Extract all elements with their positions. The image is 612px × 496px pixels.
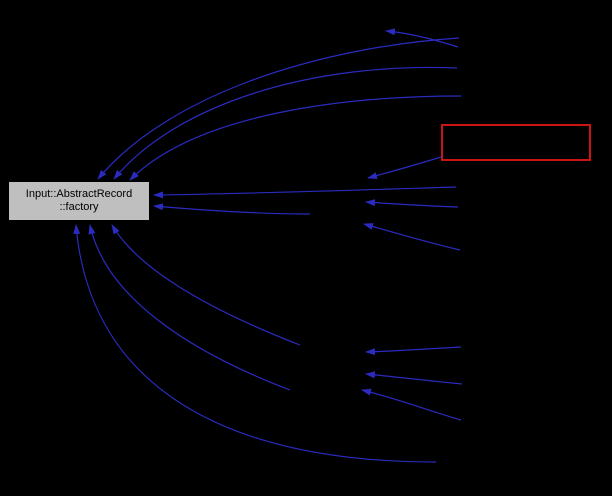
node-factory-label-line2: ::factory xyxy=(59,201,99,213)
edge-lower-2 xyxy=(365,371,463,385)
edge-into-right-1 xyxy=(153,186,457,199)
node-highlighted[interactable] xyxy=(441,124,591,161)
edge-into-right-2 xyxy=(153,203,311,215)
edge-mid-2 xyxy=(363,223,461,251)
edge-into-bottom-1 xyxy=(111,224,301,346)
edge-to-top-node xyxy=(385,28,459,48)
edge-into-top-2 xyxy=(113,66,458,180)
edge-mid-1 xyxy=(365,199,459,208)
node-factory: Input::AbstractRecord ::factory xyxy=(8,181,150,221)
node-factory-label-line1: Input::AbstractRecord xyxy=(25,188,133,200)
edge-into-bottom-3 xyxy=(73,224,437,463)
edge-from-highlight xyxy=(367,156,442,180)
edge-lower-1 xyxy=(365,346,462,356)
edge-into-bottom-2 xyxy=(88,224,291,391)
edge-into-top-1 xyxy=(97,37,460,180)
edge-lower-3 xyxy=(361,388,462,421)
edge-into-top-3 xyxy=(129,95,462,181)
